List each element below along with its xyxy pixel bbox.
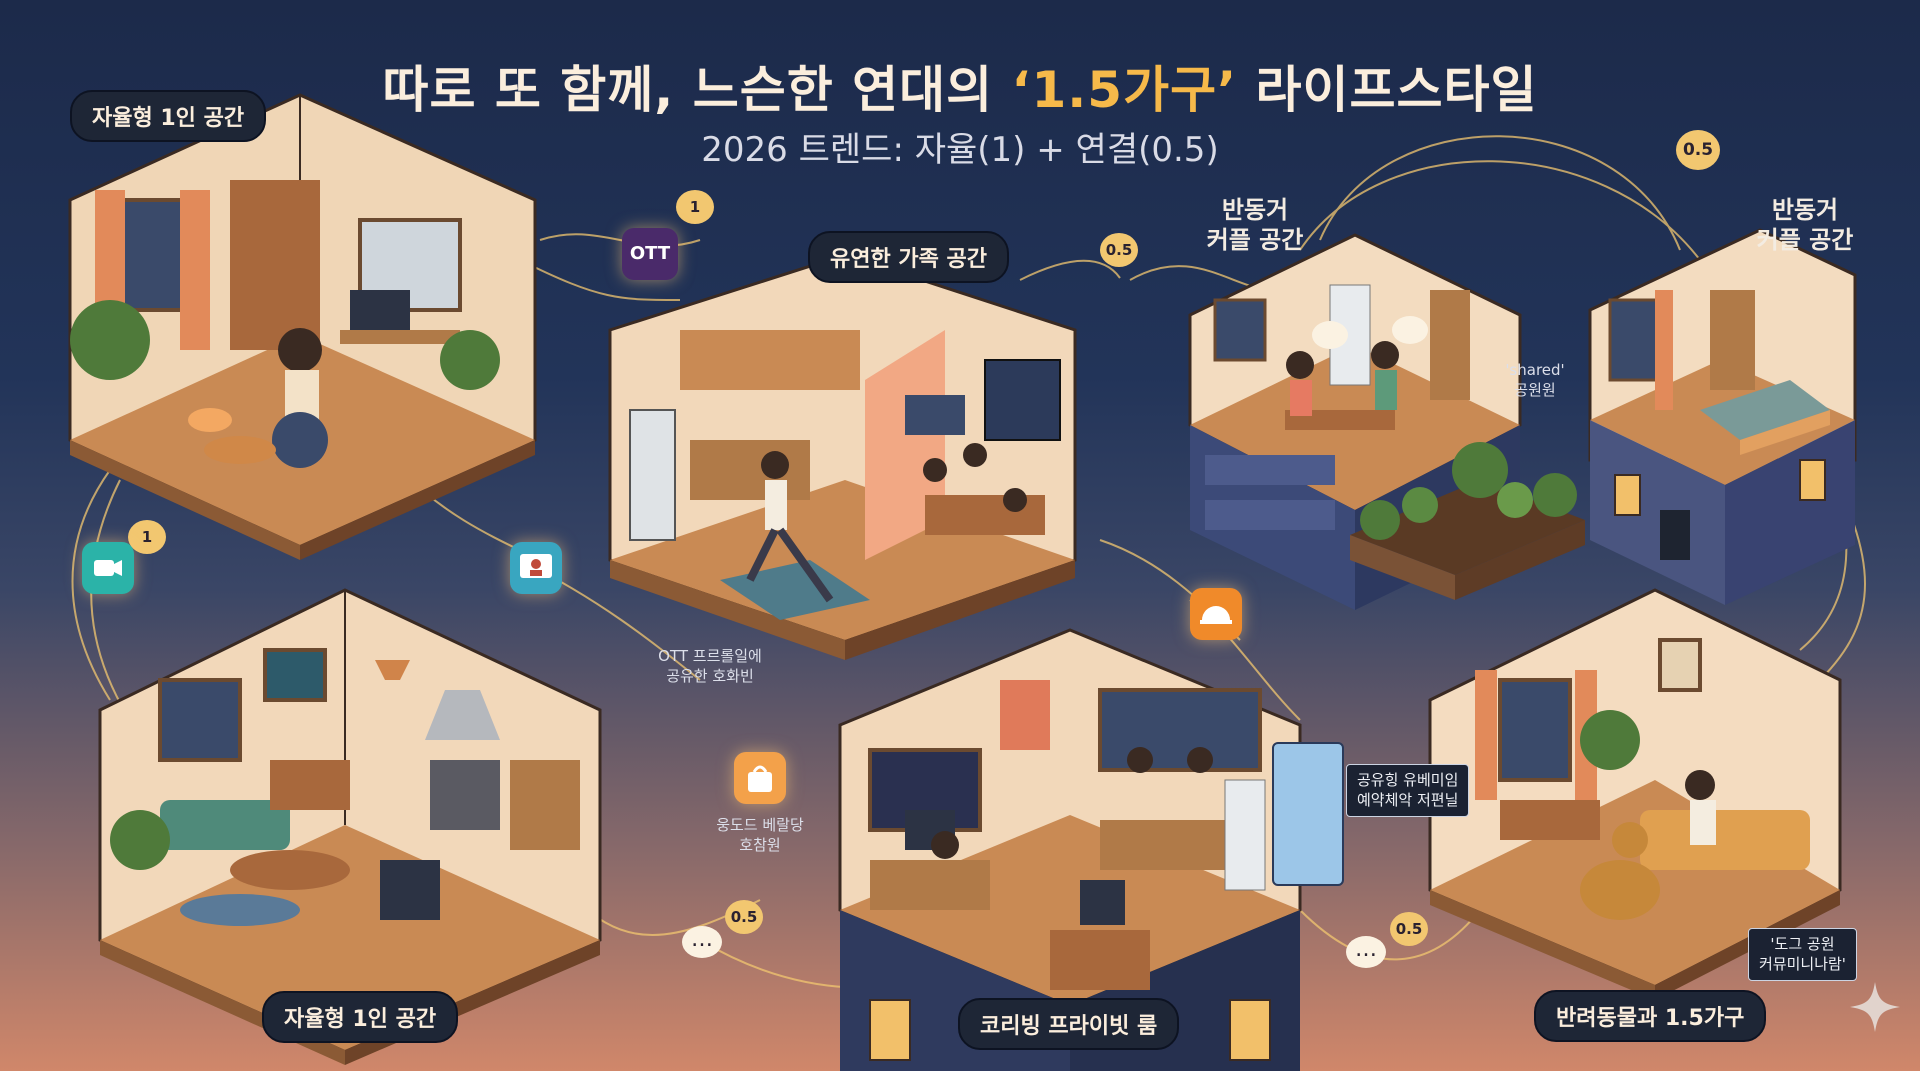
booking-screen bbox=[1272, 742, 1344, 886]
room-pet bbox=[1428, 588, 1842, 1000]
label-pet-room: 반려동물과 1.5가구 bbox=[1534, 990, 1767, 1042]
ott-app-icon: OTT bbox=[622, 228, 678, 280]
note-shared-garden: 'shared'공원원 bbox=[1505, 361, 1565, 400]
streaming-app-icon bbox=[510, 542, 562, 594]
shopping-app-icon bbox=[734, 752, 786, 804]
badge-1-video: 1 bbox=[128, 520, 166, 554]
page-title: 따로 또 함께, 느슨한 연대의 ‘1.5가구’ 라이프스타일 bbox=[382, 61, 1538, 119]
label-bottom-left-room: 자율형 1인 공간 bbox=[262, 991, 459, 1043]
room-family bbox=[608, 253, 1077, 660]
room-bottom-left bbox=[98, 588, 602, 1065]
page-subtitle: 2026 트렌드: 자율(1) + 연결(0.5) bbox=[701, 130, 1219, 170]
chat-dots-icon-2: … bbox=[1346, 936, 1386, 968]
shared-garden bbox=[1350, 442, 1585, 600]
video-camera-icon bbox=[94, 560, 122, 576]
video-call-icon bbox=[82, 542, 134, 594]
room-couple-2 bbox=[1588, 228, 1857, 605]
badge-05-bottom-right: 0.5 bbox=[1390, 912, 1428, 946]
room-top-left bbox=[68, 93, 537, 560]
label-top-left-room: 자율형 1인 공간 bbox=[70, 90, 267, 142]
cloche-icon bbox=[1200, 606, 1232, 624]
title-highlight: ‘1.5가구’ bbox=[1011, 61, 1238, 119]
chat-dots-icon: … bbox=[682, 926, 722, 958]
delivery-app-icon bbox=[1190, 588, 1242, 640]
badge-05-family: 0.5 bbox=[1100, 233, 1138, 267]
badge-05-bottom-left: 0.5 bbox=[725, 900, 763, 934]
sparkle-icon bbox=[1850, 982, 1900, 1032]
label-family-room: 유연한 가족 공간 bbox=[808, 231, 1009, 283]
shopping-bag-icon bbox=[748, 765, 772, 792]
label-coliving-room: 코리빙 프라이빗 룸 bbox=[958, 998, 1180, 1050]
person-screen-icon bbox=[520, 554, 552, 578]
badge-1-ott: 1 bbox=[676, 190, 714, 224]
badge-05-couple: 0.5 bbox=[1676, 130, 1720, 170]
